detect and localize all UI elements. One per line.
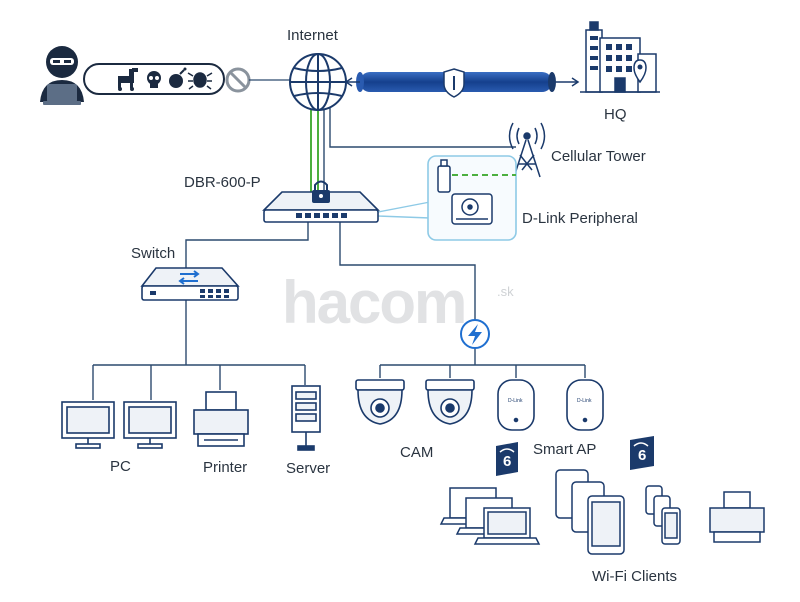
pc-label: PC — [110, 458, 131, 475]
trojan-horse-icon — [118, 68, 138, 91]
pc-icon — [61, 401, 115, 449]
bomb-icon — [169, 67, 187, 88]
access-point-icon — [497, 379, 535, 431]
dome-camera-icon — [425, 379, 475, 425]
block-icon — [225, 67, 251, 93]
server-label: Server — [286, 460, 331, 477]
switch-icon — [140, 267, 240, 301]
tablets-icon — [555, 469, 625, 555]
internet-label: Internet — [287, 27, 338, 44]
watermark-text: hacom — [282, 269, 467, 336]
laptops-icon — [439, 487, 541, 545]
arrows-icon — [178, 270, 200, 285]
peripheral-label: D-Link Peripheral — [522, 210, 638, 227]
dome-camera-icon — [355, 379, 405, 425]
switch-label: Switch — [131, 245, 176, 262]
internet-globe-icon — [289, 53, 347, 111]
threat-capsule-icon — [83, 63, 225, 95]
vpn-tunnel-icon — [344, 68, 580, 98]
cam-label: CAM — [400, 444, 434, 461]
cellular-tower-icon — [508, 122, 546, 178]
router-label: DBR-600-P — [184, 174, 261, 191]
cellular-tower-label: Cellular Tower — [551, 148, 646, 165]
hard-drive-icon — [451, 193, 493, 225]
wifi6-badge-number: 6 — [638, 447, 647, 464]
lock-icon — [312, 180, 330, 203]
printer-icon — [193, 391, 249, 447]
ap-brand-label: D-Link — [577, 398, 592, 404]
peripheral-box — [427, 155, 517, 241]
wifi-printer-icon — [709, 491, 765, 543]
smart-ap-label: Smart AP — [533, 441, 597, 458]
bug-icon — [187, 72, 213, 90]
wifi6-badge-icon — [630, 436, 654, 470]
connection-lines — [92, 108, 586, 400]
wifi6-badge-icon — [496, 442, 518, 476]
usb-dongle-icon — [437, 159, 451, 193]
hacker-icon — [40, 46, 84, 105]
wifi-clients-label: Wi-Fi Clients — [592, 568, 677, 585]
hq-label: HQ — [604, 106, 627, 123]
poe-power-icon — [460, 319, 490, 349]
watermark-suffix: .sk — [497, 284, 514, 299]
printer-label: Printer — [203, 459, 248, 476]
pc-icon — [123, 401, 177, 449]
access-point-icon — [566, 379, 604, 431]
server-icon — [291, 385, 321, 451]
phones-icon — [645, 485, 681, 545]
router-icon — [262, 180, 380, 223]
skull-icon — [147, 71, 161, 88]
shield-icon — [443, 68, 465, 98]
wifi6-badge-number: 6 — [503, 453, 512, 470]
ap-brand-label: D-Link — [508, 398, 523, 404]
hq-building-icon — [580, 21, 660, 93]
